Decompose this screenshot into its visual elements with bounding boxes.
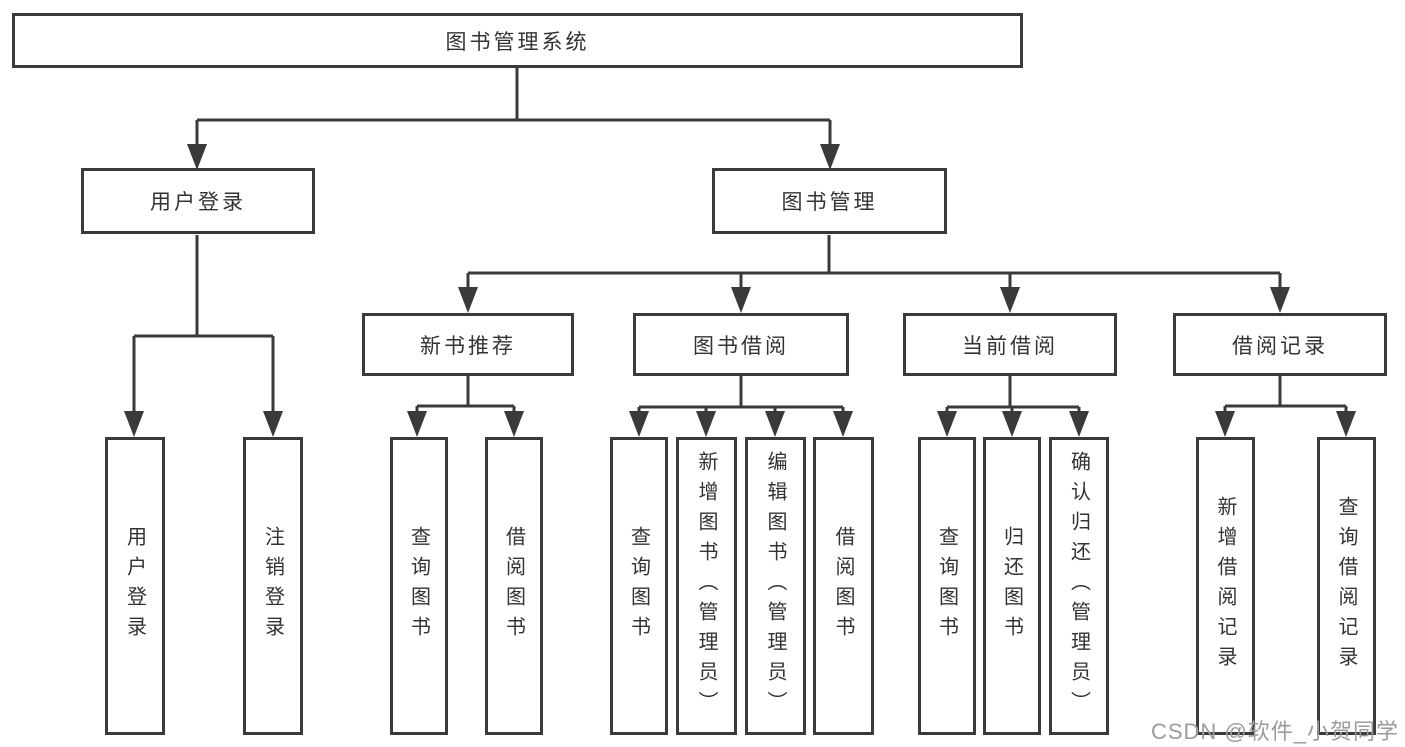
- leaf-add-books-admin: 新增图书（管理员）: [676, 437, 737, 735]
- node-label: 新增借阅记录: [1214, 496, 1236, 676]
- node-label: 注销登录: [261, 526, 284, 646]
- node-book-borrowing: 图书借阅: [633, 313, 849, 376]
- leaf-edit-books-admin: 编辑图书（管理员）: [745, 437, 806, 735]
- node-label: 用户登录: [123, 526, 146, 646]
- arrowhead-icon: [1336, 411, 1356, 437]
- arrowhead-icon: [1069, 411, 1089, 437]
- node-label: 新增图书（管理员）: [695, 451, 717, 721]
- connector-userlogin-to-leaves: [132, 235, 275, 419]
- arrowhead-icon: [124, 411, 144, 437]
- arrowhead-icon: [504, 411, 524, 437]
- node-label: 新书推荐: [420, 334, 516, 358]
- node-label: 借阅图书: [502, 526, 525, 646]
- arrowhead-icon: [263, 411, 283, 437]
- node-user-login: 用户登录: [81, 168, 315, 234]
- connector-root-to-level2: [195, 68, 832, 152]
- node-label: 借阅图书: [832, 526, 854, 646]
- node-label: 图书管理: [781, 191, 878, 214]
- connector-bookmgmt-to-level3: [466, 235, 1282, 295]
- leaf-search-borrow-record: 查询借阅记录: [1317, 437, 1376, 735]
- leaf-search-books: 查询图书: [390, 437, 448, 735]
- arrowhead-icon: [187, 144, 207, 170]
- csdn-watermark: CSDN @软件_小贺同学: [1150, 719, 1399, 744]
- arrowhead-icon: [937, 411, 957, 437]
- leaf-logout: 注销登录: [243, 437, 303, 735]
- connector-records-to-leaves: [1223, 376, 1348, 419]
- node-label: 编辑图书（管理员）: [764, 451, 786, 721]
- arrowhead-icon: [833, 411, 853, 437]
- arrowhead-icon: [1270, 287, 1290, 313]
- node-label: 查询图书: [935, 526, 958, 646]
- node-label: 查询图书: [627, 526, 650, 646]
- leaf-return-books: 归还图书: [983, 437, 1041, 735]
- node-new-book-recommendation: 新书推荐: [362, 313, 574, 376]
- arrowhead-icon: [820, 144, 840, 170]
- leaf-user-login: 用户登录: [105, 437, 165, 735]
- node-label: 图书借阅: [693, 334, 789, 358]
- node-current-borrowing: 当前借阅: [903, 313, 1117, 376]
- node-label: 确认归还（管理员）: [1067, 451, 1090, 721]
- connector-newbook-to-leaves: [415, 376, 516, 419]
- node-label: 借阅记录: [1232, 334, 1328, 358]
- node-library-management-system: 图书管理系统: [12, 13, 1023, 68]
- node-book-management: 图书管理: [712, 168, 947, 234]
- node-label: 查询借阅记录: [1335, 496, 1357, 676]
- arrowhead-icon: [458, 287, 478, 313]
- arrowhead-icon: [1002, 411, 1022, 437]
- node-label: 用户登录: [150, 191, 246, 214]
- node-label: 查询图书: [407, 526, 430, 646]
- arrowhead-icon: [1000, 287, 1020, 313]
- node-borrowing-records: 借阅记录: [1173, 313, 1387, 376]
- arrowhead-icon: [1215, 411, 1235, 437]
- arrowhead-icon: [731, 287, 751, 313]
- arrowhead-icon: [629, 411, 649, 437]
- node-label: 归还图书: [1000, 526, 1023, 646]
- leaf-search-books-2: 查询图书: [610, 437, 668, 735]
- arrowhead-icon: [696, 411, 716, 437]
- node-label: 当前借阅: [962, 334, 1058, 358]
- leaf-borrow-books: 借阅图书: [485, 437, 543, 735]
- leaf-add-borrow-record: 新增借阅记录: [1196, 437, 1255, 735]
- arrowhead-icon: [407, 411, 427, 437]
- node-label: 图书管理系统: [445, 30, 590, 54]
- arrowhead-icon: [765, 411, 785, 437]
- connector-borrowing-to-leaves: [637, 376, 845, 419]
- leaf-confirm-return-admin: 确认归还（管理员）: [1049, 437, 1109, 735]
- leaf-search-books-3: 查询图书: [918, 437, 976, 735]
- leaf-borrow-books-2: 借阅图书: [813, 437, 874, 735]
